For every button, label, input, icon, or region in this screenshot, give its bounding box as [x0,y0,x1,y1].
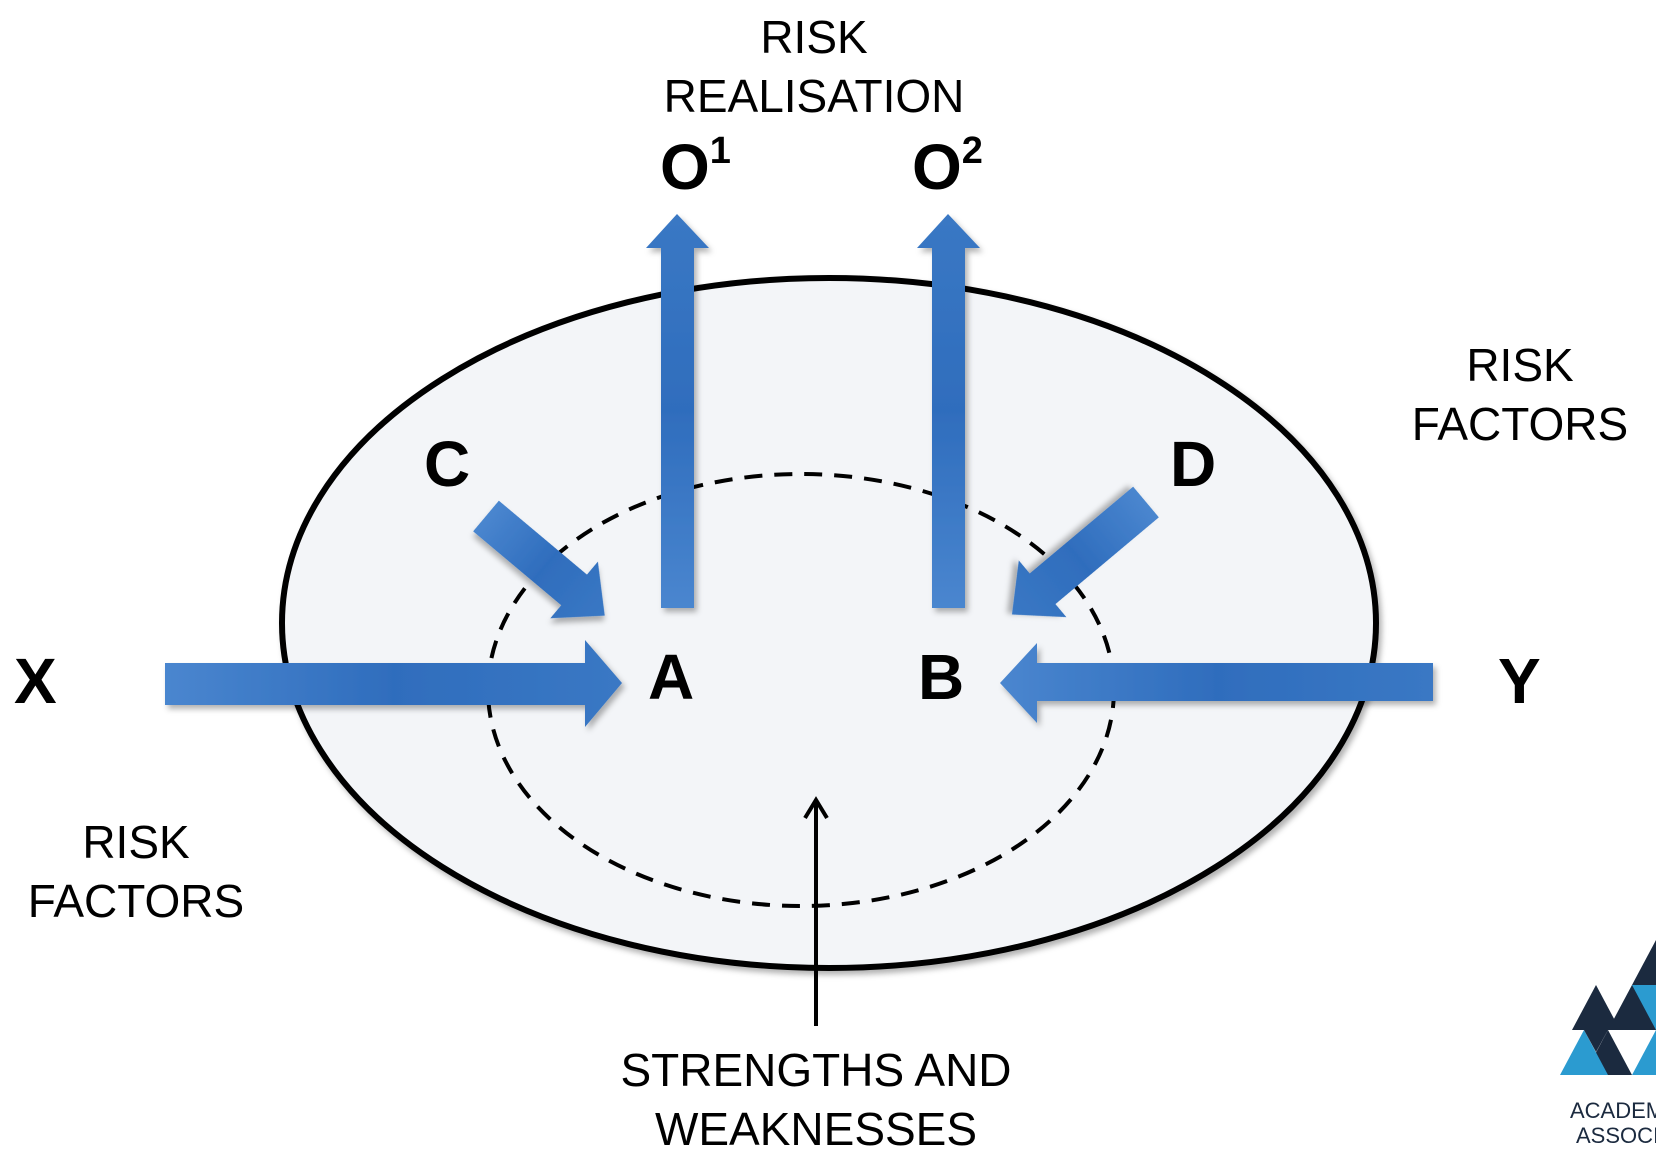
o1-base: O [660,131,710,203]
o2-base: O [912,131,962,203]
logo-text: ACADEM ASSOCIA [1570,1098,1656,1149]
node-b-label: B [918,641,965,713]
strengths-line1: STRENGTHS AND [620,1044,1012,1096]
outer-boundary-ellipse [279,275,1379,971]
arrow-d-to-b [1011,486,1159,618]
factor-d-label: D [1170,428,1217,500]
risk-factors-right-line2: FACTORS [1411,397,1629,450]
risk-realisation-line2: REALISATION [663,69,965,122]
risk-realisation-label: RISK REALISATION [644,8,984,126]
o1-sup: 1 [709,129,731,172]
arrow-y-to-b [1000,643,1433,723]
o2-sup: 2 [961,129,983,172]
arrow-a-to-o1 [646,214,709,608]
association-logo-icon [1560,940,1656,1075]
logo-text-line2: ASSOCIA [1576,1123,1656,1149]
strengths-pointer-head [803,796,829,820]
logo-text-line1: ACADEM [1570,1098,1656,1123]
arrow-b-to-o2 [917,214,980,608]
arrow-x-to-a [165,640,622,727]
risk-factors-left-label: RISK FACTORS [10,813,262,931]
strengths-line2: WEAKNESSES [654,1102,978,1155]
arrow-c-to-a [473,500,605,619]
node-a-label: A [648,641,695,713]
strengths-weaknesses-label: STRENGTHS AND WEAKNESSES [586,1041,1046,1159]
factor-x-label: X [14,645,57,717]
factor-y-label: Y [1498,645,1541,717]
risk-factors-left-line1: RISK [82,816,190,868]
outcome-o1-label: O1 [660,132,731,199]
outcome-o2-label: O2 [912,132,983,199]
risk-factors-left-line2: FACTORS [27,874,245,927]
risk-factors-right-line1: RISK [1466,339,1574,391]
risk-factors-right-label: RISK FACTORS [1394,336,1646,454]
factor-c-label: C [424,428,471,500]
risk-realisation-line1: RISK [760,11,868,63]
